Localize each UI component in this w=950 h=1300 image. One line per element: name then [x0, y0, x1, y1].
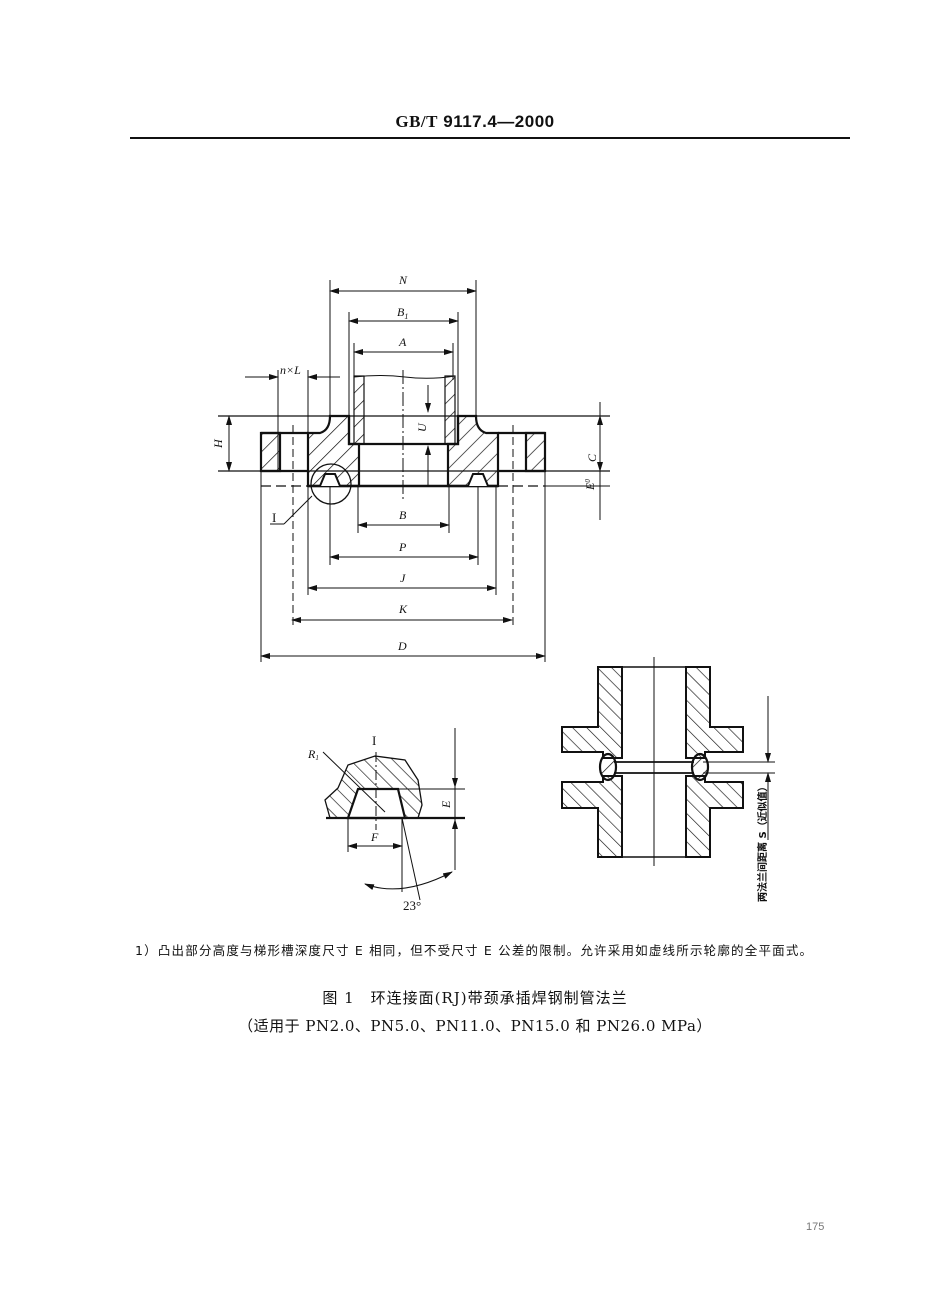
- angle-label: 23°: [403, 898, 421, 913]
- width-label: F: [370, 830, 379, 844]
- dim-label-b1: B1: [397, 305, 408, 321]
- depth-label: E: [439, 800, 453, 809]
- standard-number: 9117.4—2000: [443, 112, 555, 131]
- dim-label-p: P: [398, 540, 407, 554]
- gap-s-label: 两法兰间距离 S（近似值）: [756, 781, 769, 902]
- detail-groove-view: [322, 728, 465, 901]
- footnote: 1）凸出部分高度与梯形槽深度尺寸 E 相同，但不受尺寸 E 公差的限制。允许采用…: [135, 943, 814, 958]
- header-rule: [130, 137, 850, 139]
- dim-label-d: D: [397, 639, 407, 653]
- standard-prefix: GB/T: [395, 112, 438, 131]
- dim-label-j: J: [400, 571, 406, 585]
- standard-header: GB/T 9117.4—2000: [0, 112, 950, 132]
- page-number: 175: [806, 1221, 825, 1233]
- radius-label: R1: [307, 747, 319, 762]
- dim-label-n: N: [398, 273, 408, 287]
- main-flange-section: [218, 280, 610, 662]
- figure-caption-subtitle: （适用于 PN2.0、PN5.0、PN11.0、PN15.0 和 PN26.0 …: [238, 1017, 712, 1035]
- dim-label-c: C: [585, 453, 599, 462]
- dim-label-e0: E0: [583, 479, 597, 491]
- dim-label-a: A: [398, 335, 407, 349]
- flange-assembly-view: [561, 657, 775, 866]
- detail-ref-label: I: [272, 510, 276, 525]
- dim-label-h: H: [211, 438, 225, 449]
- figure-caption-title: 图 1 环连接面(RJ)带颈承插焊钢制管法兰: [322, 989, 628, 1007]
- dim-label-u: U: [415, 422, 429, 432]
- dim-label-b: B: [399, 508, 407, 522]
- dim-label-k: K: [398, 602, 408, 616]
- dim-label-nxl: n×L: [280, 363, 301, 377]
- detail-title: I: [372, 733, 376, 748]
